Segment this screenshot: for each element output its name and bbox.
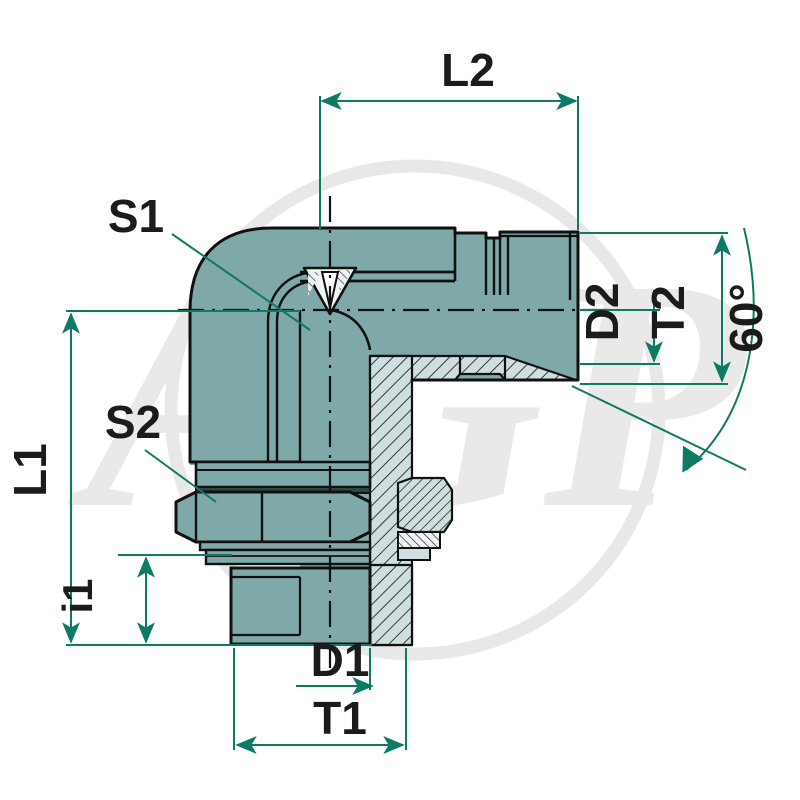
label-T1: T1 (313, 692, 367, 744)
label-D1: D1 (311, 634, 370, 686)
fitting-part-geometry (174, 196, 618, 668)
dimension-L2 (319, 92, 579, 230)
label-S1: S1 (108, 190, 164, 242)
label-T2: T2 (642, 285, 694, 339)
label-L1: L1 (4, 443, 56, 497)
dimension-annotations (62, 92, 755, 754)
leader-S2 (144, 449, 217, 503)
dimension-angle-60 (571, 227, 755, 473)
dimension-text-labels: L2 L1 i1 S2 S1 D1 T1 D2 T2 60° (4, 44, 772, 744)
label-angle-60: 60° (720, 283, 772, 353)
dimension-T1 (233, 648, 407, 754)
dimension-D1 (296, 648, 374, 695)
label-i1: i1 (54, 578, 101, 613)
dimension-D2 (580, 290, 663, 365)
leader-S1 (171, 233, 311, 331)
label-D2: D2 (576, 283, 628, 342)
label-L2: L2 (441, 44, 495, 96)
dimension-T2 (580, 232, 731, 385)
dimension-i1 (118, 554, 232, 644)
label-S2: S2 (105, 396, 161, 448)
dimension-L1 (62, 310, 372, 646)
